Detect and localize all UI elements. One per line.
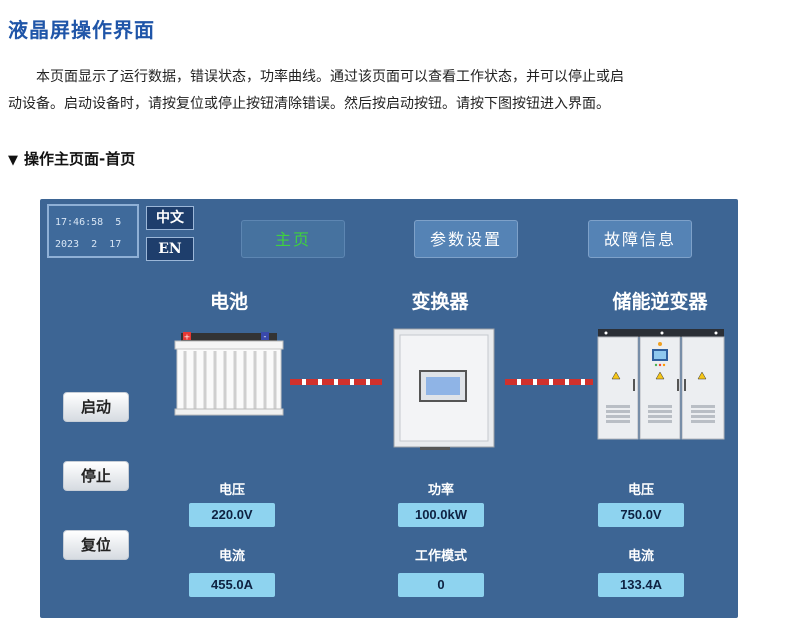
converter-power-label: 功率 (427, 483, 454, 498)
lang-en-button[interactable]: EN (146, 237, 194, 261)
svg-text:-: - (264, 332, 267, 341)
inverter-current-label: 电流 (627, 549, 654, 564)
start-button[interactable]: 启动 (63, 392, 129, 422)
stop-button[interactable]: 停止 (63, 461, 129, 491)
inverter-current-value: 133.4A (598, 573, 684, 597)
intro-line-1: 本页面显示了运行数据，错误状态，功率曲线。通过该页面可以查看工作状态，并可以停止… (36, 69, 624, 85)
converter-cabinet-icon (393, 328, 495, 450)
inverter-cabinet-icon (597, 329, 725, 440)
battery-current-label: 电流 (218, 549, 245, 564)
battery-converter-link (290, 379, 382, 385)
intro-text: 本页面显示了运行数据，错误状态，功率曲线。通过该页面可以查看工作状态，并可以停止… (8, 64, 780, 118)
intro-line-2: 动设备。启动设备时，请按复位或停止按钮清除错误。然后按启动按钮。请按下图按钮进入… (8, 96, 610, 112)
inverter-voltage-label: 电压 (627, 483, 654, 498)
inverter-voltage-value: 750.0V (598, 503, 684, 527)
section-heading: ▼ 操作主页面-首页 (8, 148, 135, 169)
reset-button[interactable]: 复位 (63, 530, 129, 560)
home-button[interactable]: 主页 (241, 220, 345, 258)
converter-power-value: 100.0kW (398, 503, 484, 527)
battery-voltage-value: 220.0V (189, 503, 275, 527)
hmi-screen: 17:46:58 5 2023 2 17 中文 EN 主页 参数设置 故障信息 电… (40, 199, 738, 618)
parameter-settings-button[interactable]: 参数设置 (414, 220, 518, 258)
section-heading-text: 操作主页面-首页 (24, 150, 136, 168)
battery-voltage-label: 电压 (218, 483, 245, 498)
svg-text:+: + (184, 333, 191, 342)
clock-date: 2023 2 17 (55, 239, 122, 250)
clock-time: 17:46:58 5 (55, 217, 122, 228)
converter-inverter-link (505, 379, 593, 385)
converter-mode-label: 工作模式 (414, 549, 467, 564)
triangle-down-icon: ▼ (8, 153, 18, 168)
clock-display: 17:46:58 5 2023 2 17 (47, 204, 139, 258)
fault-info-button[interactable]: 故障信息 (588, 220, 692, 258)
page-title: 液晶屏操作界面 (8, 18, 155, 42)
battery-current-value: 455.0A (189, 573, 275, 597)
converter-title: 变换器 (411, 291, 469, 313)
battery-icon: + - (174, 332, 284, 416)
battery-title: 电池 (209, 291, 248, 313)
inverter-title: 储能逆变器 (612, 291, 708, 313)
converter-mode-value: 0 (398, 573, 484, 597)
lang-zh-button[interactable]: 中文 (146, 206, 194, 230)
